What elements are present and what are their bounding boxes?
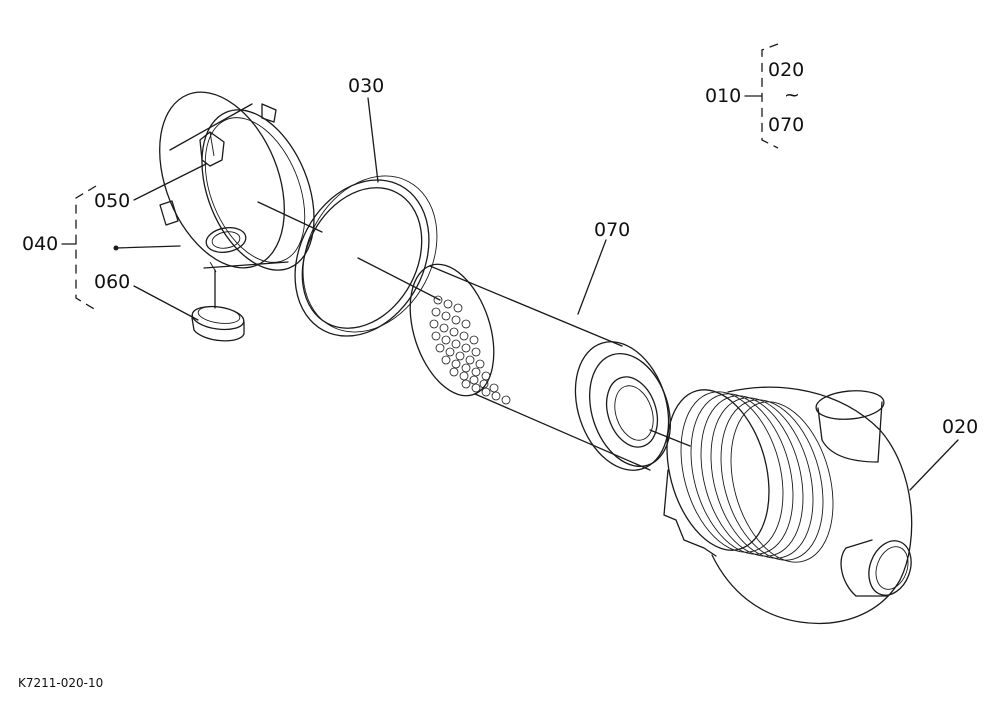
callout-020: 020 (942, 416, 979, 438)
front-cover-part (159, 91, 315, 273)
callout-050: 050 (94, 190, 131, 212)
callout-070-range-end: 070 (768, 114, 805, 136)
callout-070: 070 (594, 219, 631, 241)
callout-060: 060 (94, 271, 131, 293)
filter-element-part (409, 263, 671, 471)
range-separator: ~ (784, 84, 800, 106)
assembly-bracket (744, 43, 779, 149)
leader-lines (61, 97, 959, 491)
valve-ring-part (191, 305, 245, 342)
seal-ring-part (294, 175, 438, 337)
callout-020-range-start: 020 (768, 59, 805, 81)
housing-part (663, 386, 913, 625)
callout-010: 010 (705, 85, 742, 107)
callout-030: 030 (348, 75, 385, 97)
drawing-code: K7211-020-10 (18, 676, 104, 690)
callout-040: 040 (22, 233, 59, 255)
